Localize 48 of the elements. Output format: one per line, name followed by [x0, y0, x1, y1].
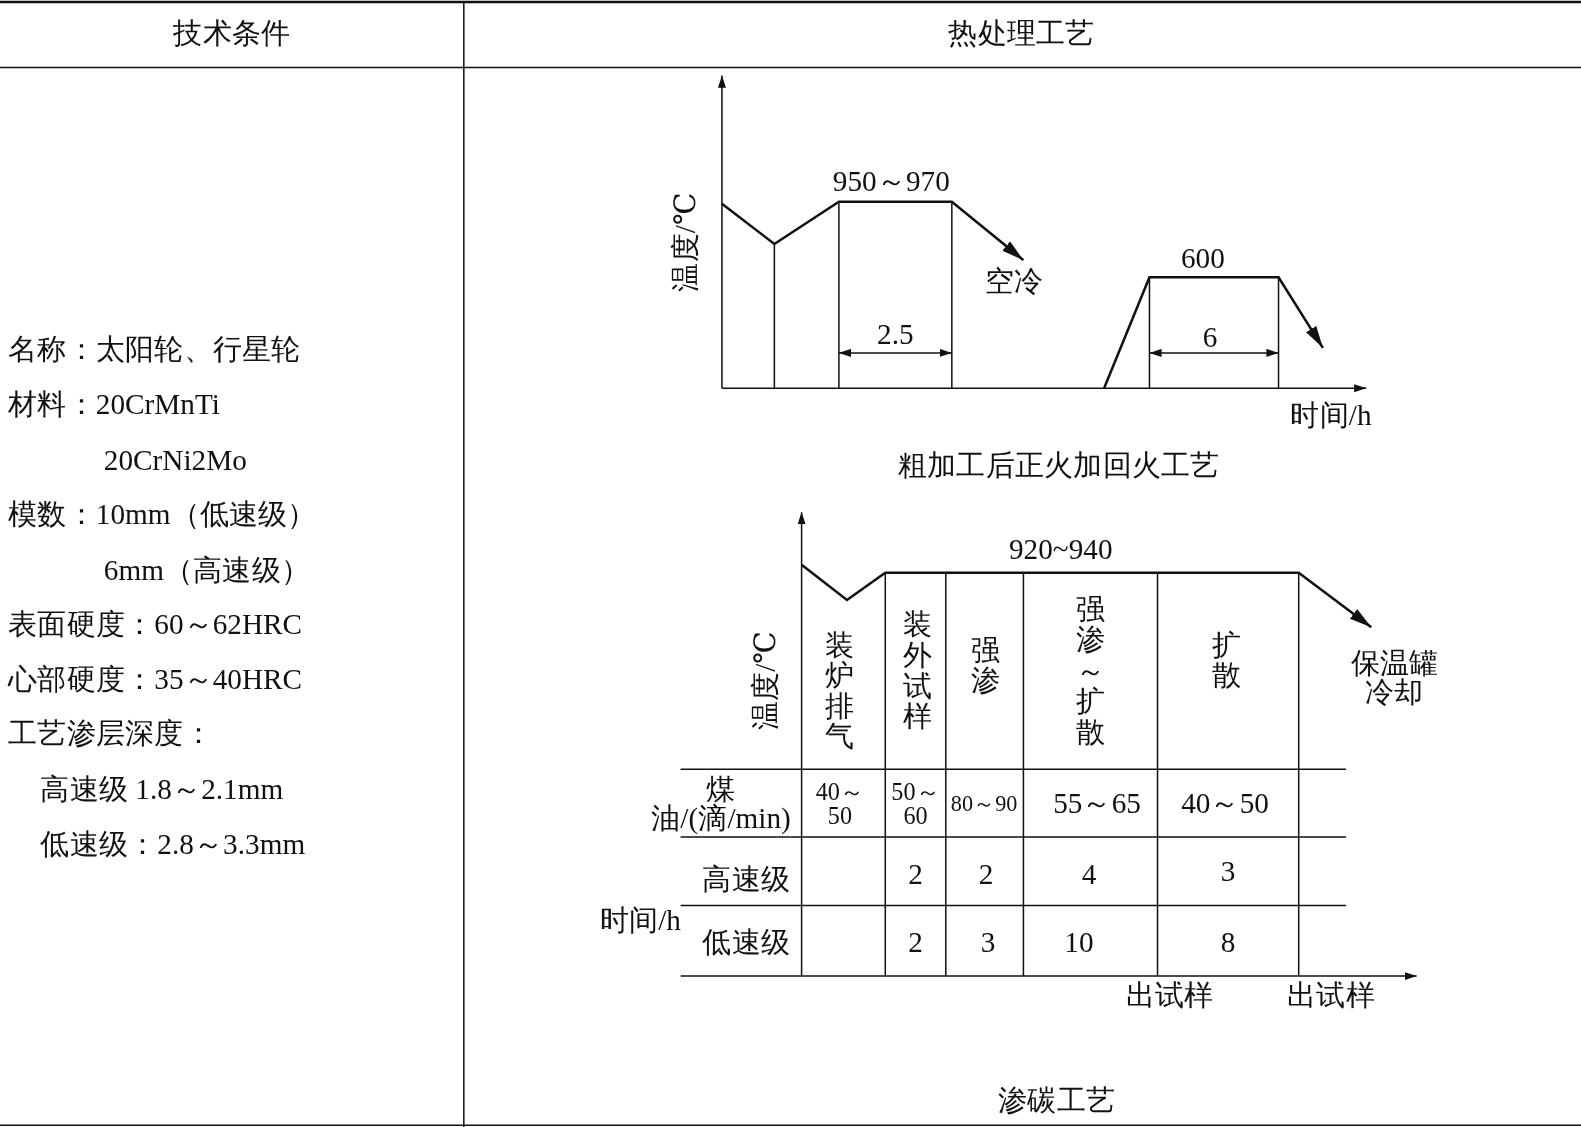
- temperature-label: 920~940: [1008, 533, 1113, 566]
- sample-label: 出试样: [1287, 980, 1375, 1013]
- spec-text: 20CrNi2Mo: [103, 444, 247, 477]
- table-value: 40～50: [814, 779, 866, 828]
- column-header: 技术条件: [173, 18, 291, 51]
- stage-label: 装炉排气: [824, 629, 856, 753]
- table-value: 8: [1220, 926, 1236, 959]
- spec-text: 模数：10mm（低速级）: [8, 499, 317, 532]
- dimension-label: 2.5: [877, 318, 914, 351]
- temperature-label: 950～970: [832, 165, 950, 198]
- table-value: 2: [978, 859, 994, 892]
- table-value: 3: [1220, 856, 1236, 889]
- row-header: 煤油/(滴/min): [650, 774, 792, 833]
- column-header: 热处理工艺: [948, 18, 1095, 51]
- spec-text: 心部硬度：35～40HRC: [8, 663, 303, 696]
- axis-label: 时间/h: [1290, 399, 1372, 432]
- axis-label: 时间/h: [599, 904, 681, 937]
- stage-label: 强渗: [970, 634, 1002, 697]
- spec-text: 高速级 1.8～2.1mm: [40, 773, 284, 806]
- row-header: 低速级: [702, 926, 790, 959]
- spec-text: 材料：20CrMnTi: [8, 389, 220, 422]
- axis-label: 温度/℃: [669, 192, 702, 292]
- spec-text: 工艺渗层深度：: [8, 717, 213, 751]
- temperature-label: 600: [1180, 243, 1225, 276]
- chart-caption: 粗加工后正火加回火工艺: [897, 449, 1220, 482]
- table-value: 3: [980, 926, 996, 959]
- spec-text: 表面硬度：60～62HRC: [8, 609, 303, 642]
- table-value: 50～60: [890, 779, 941, 828]
- spec-text: 低速级：2.8～3.3mm: [40, 828, 306, 862]
- stage-label: 扩散: [1211, 629, 1243, 692]
- stage-label: 强渗～扩散: [1075, 593, 1107, 748]
- cooling-label: 保温罐冷却: [1349, 648, 1440, 707]
- table-value: 40～50: [1181, 787, 1269, 820]
- spec-text: 名称：太阳轮、行星轮: [8, 333, 301, 366]
- dimension-label: 6: [1202, 321, 1218, 354]
- spec-text: 6mm（高速级）: [103, 554, 311, 587]
- row-header: 高速级: [702, 864, 790, 897]
- table-value: 55～65: [1053, 787, 1141, 820]
- chart-caption: 渗碳工艺: [998, 1085, 1116, 1118]
- sample-label: 出试样: [1125, 980, 1214, 1013]
- table-value: 10: [1064, 926, 1094, 959]
- cooling-label: 空冷: [985, 266, 1044, 299]
- axis-label: 温度/℃: [750, 630, 783, 731]
- table-value: 4: [1081, 859, 1097, 892]
- stage-label: 装外试样: [902, 609, 933, 732]
- table-value: 80～90: [950, 791, 1018, 816]
- table-value: 2: [908, 926, 923, 959]
- table-value: 2: [908, 859, 923, 892]
